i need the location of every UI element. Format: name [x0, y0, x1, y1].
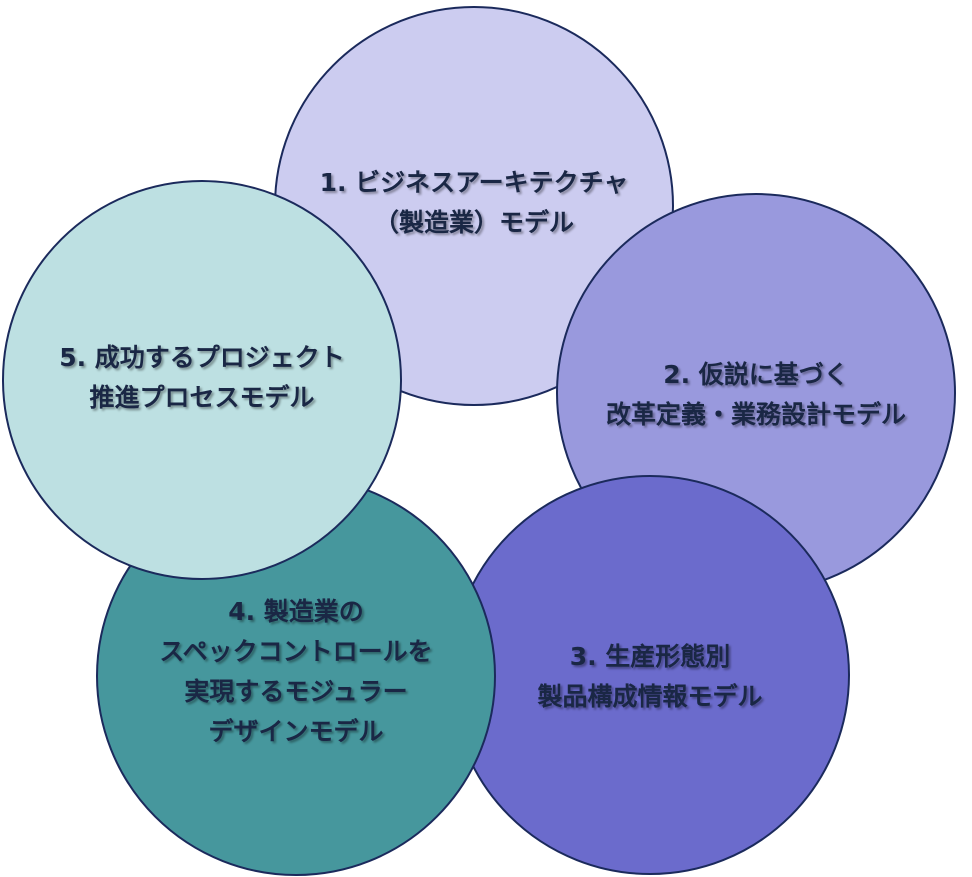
label-line: スペックコントロールを [159, 637, 433, 666]
label-product-structure: 3. 生産形態別 製品構成情報モデル [450, 637, 850, 717]
label-reform-definition: 2. 仮説に基づく 改革定義・業務設計モデル [556, 355, 956, 435]
label-line: 実現するモジュラー [184, 677, 408, 706]
label-business-architecture: 1. ビジネスアーキテクチャ （製造業）モデル [274, 163, 674, 243]
label-line: 3. 生産形態別 [569, 642, 731, 671]
label-line: 5. 成功するプロジェクト [59, 343, 345, 372]
label-line: 推進プロセスモデル [89, 383, 315, 412]
label-line: 4. 製造業の [228, 597, 364, 626]
circle-project-process [2, 180, 402, 580]
label-line: 2. 仮説に基づく [663, 360, 849, 389]
label-project-process: 5. 成功するプロジェクト 推進プロセスモデル [2, 338, 402, 418]
label-line: デザインモデル [208, 717, 384, 746]
label-line: 改革定義・業務設計モデル [605, 400, 906, 429]
circle-product-structure [450, 475, 850, 875]
label-line: （製造業）モデル [373, 208, 574, 237]
label-line: 1. ビジネスアーキテクチャ [319, 168, 629, 197]
label-line: 製品構成情報モデル [537, 682, 763, 711]
label-modular-design: 4. 製造業の スペックコントロールを 実現するモジュラー デザインモデル [96, 592, 496, 752]
